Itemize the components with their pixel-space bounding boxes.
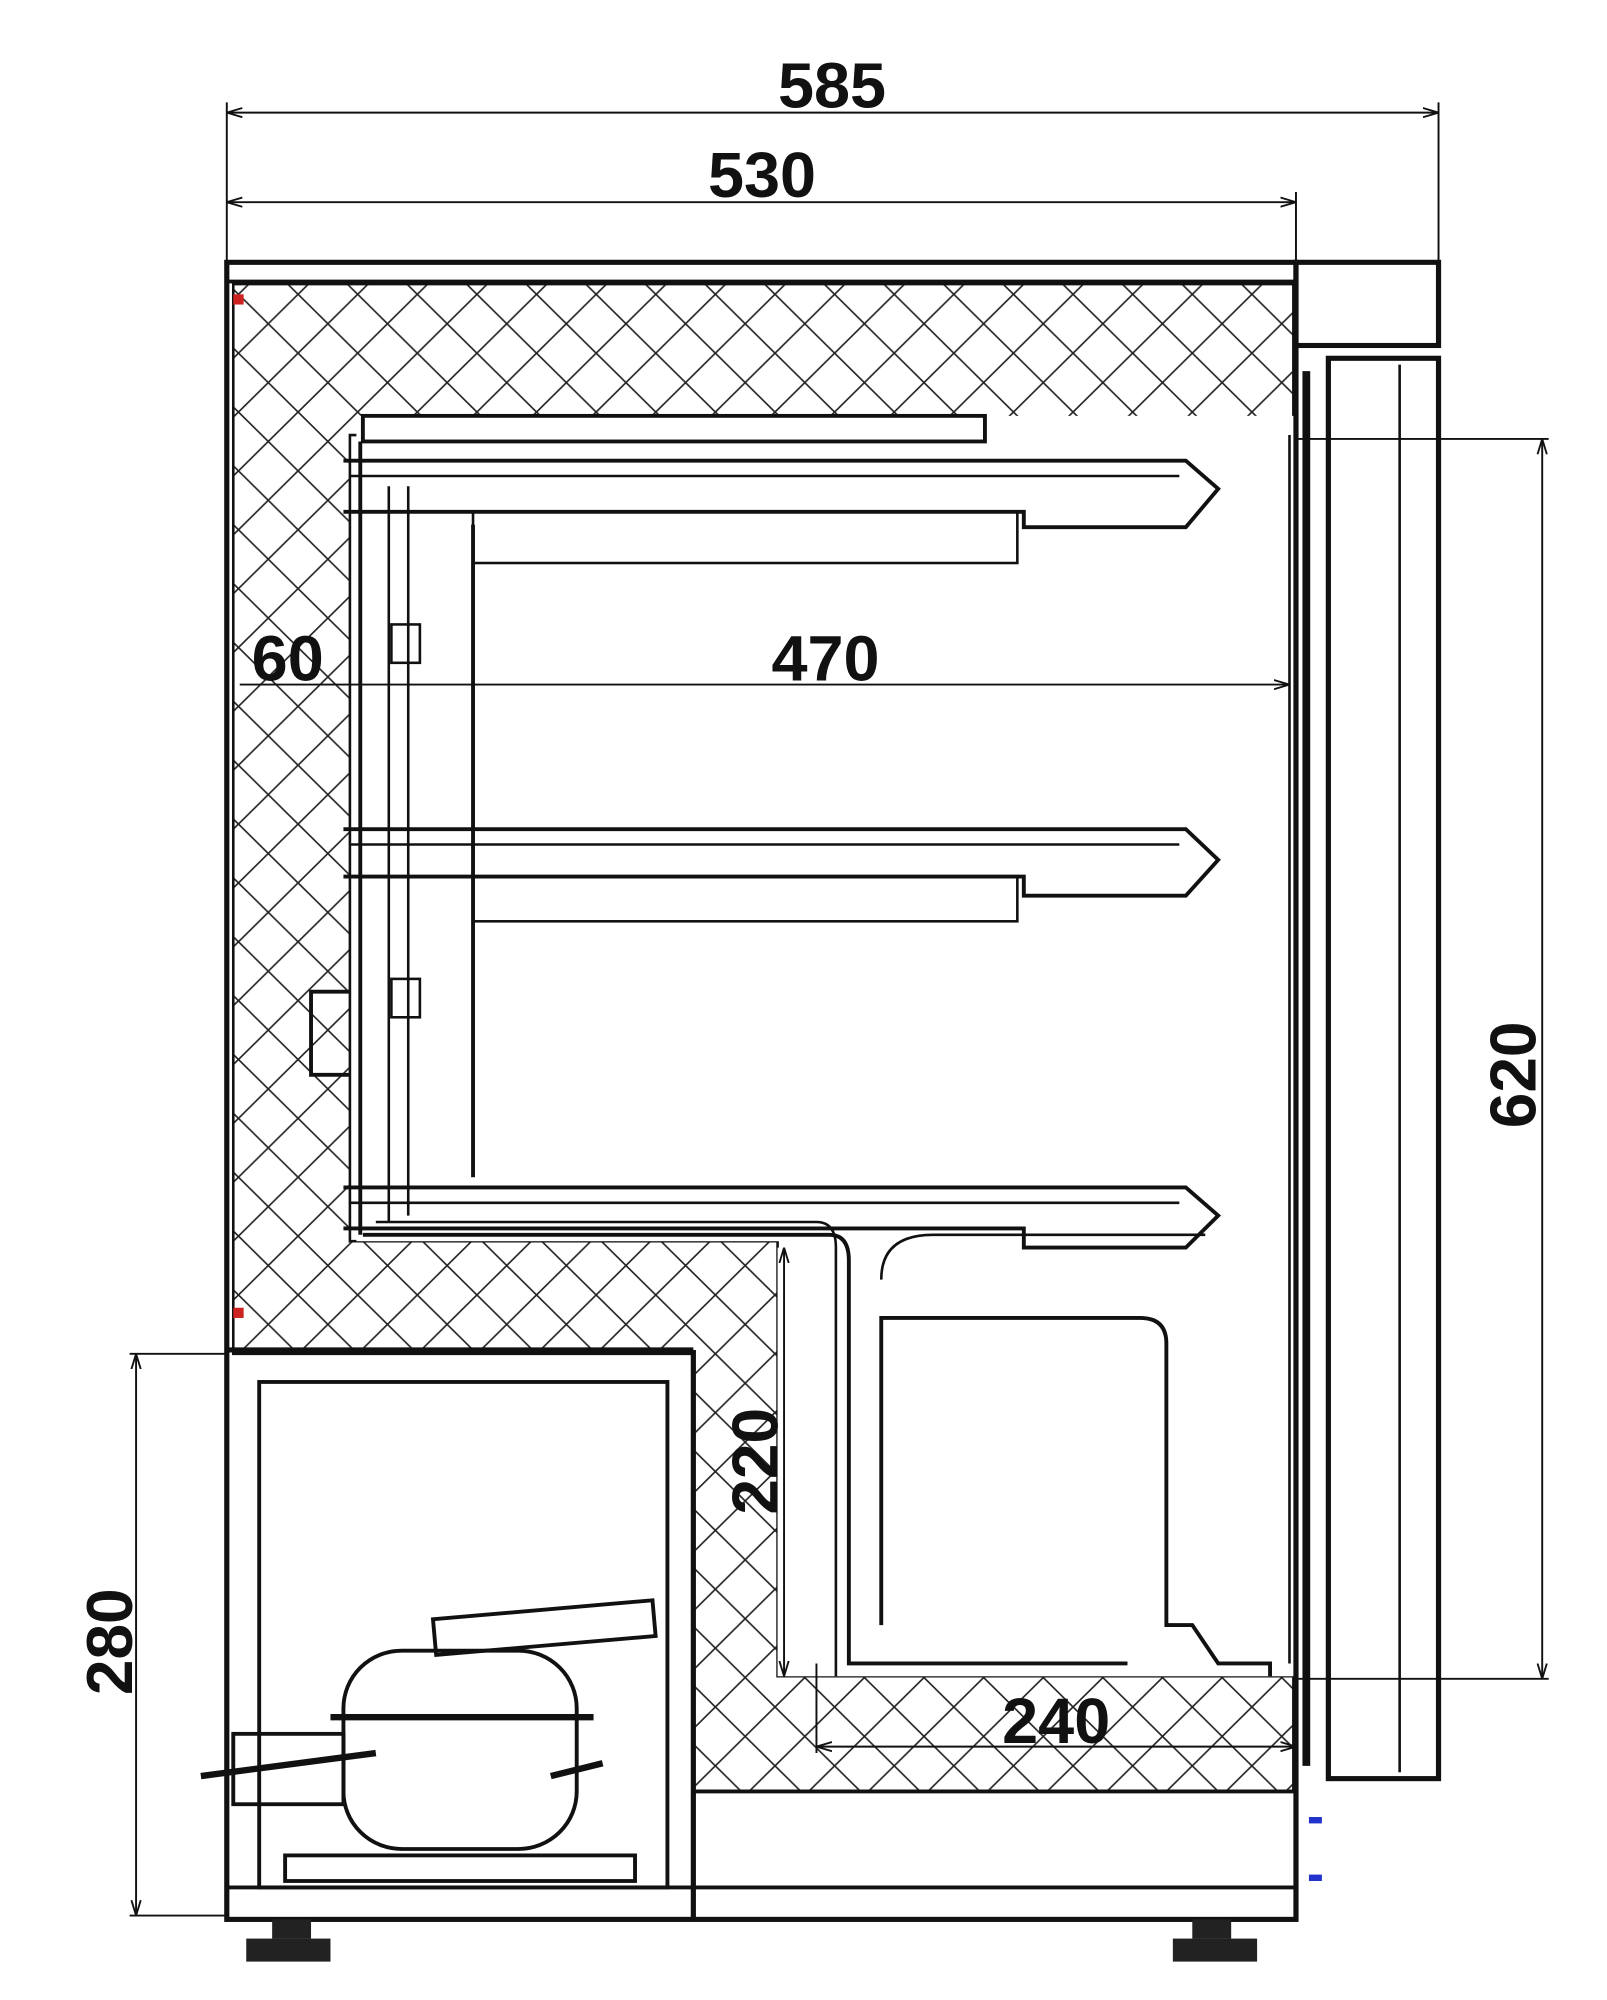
dim-240: 240: [1002, 1685, 1110, 1757]
dim-60: 60: [252, 623, 324, 695]
dim-220: 220: [719, 1408, 791, 1515]
feet: [233, 294, 1322, 1962]
dimension-lines: [129, 102, 1549, 1917]
dim-620: 620: [1477, 1021, 1549, 1128]
door: [1288, 259, 1442, 1782]
cabinet-outline: [224, 259, 1299, 1922]
dim-530: 530: [708, 139, 816, 211]
dim-470: 470: [771, 623, 879, 695]
dim-280: 280: [74, 1588, 146, 1695]
compressor: [200, 1598, 658, 1883]
dim-585: 585: [778, 50, 886, 122]
evaporator-rail: [309, 441, 1272, 1677]
